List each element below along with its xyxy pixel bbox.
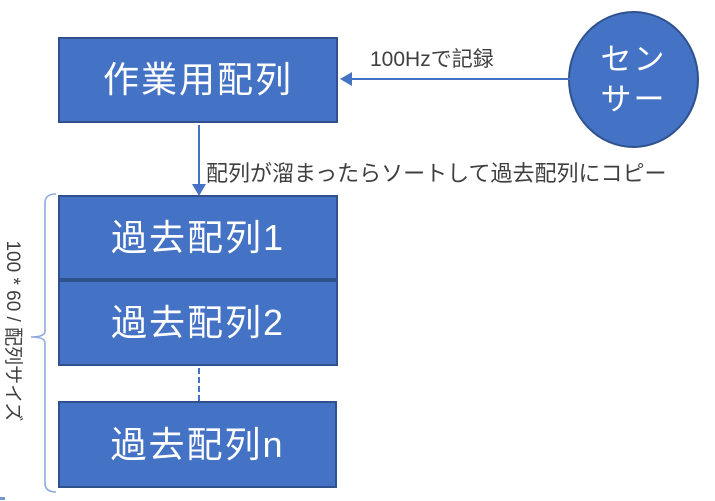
connector-ellipsis-dashed [198,368,200,401]
node-working-array: 作業用配列 [58,37,338,123]
brace-bracket [30,193,57,493]
edge-label-sort-copy: 配列が溜まったらソートして過去配列にコピー [206,161,667,186]
brace-label: 100 * 60 / 配列サイズ [2,240,23,422]
connector-sensor-to-working [351,78,570,80]
arrowhead-left-icon [340,72,352,86]
node-sensor-label-line2: サー [600,81,667,117]
edge-label-record-rate: 100Hzで記録 [370,48,494,71]
stray-mark [0,497,5,500]
node-working-array-label: 作業用配列 [102,59,293,100]
node-past-array-n-label: 過去配列n [110,423,285,465]
node-past-array-1-label: 過去配列1 [110,216,286,258]
node-past-array-2-label: 過去配列2 [110,302,286,343]
connector-working-to-past [198,125,200,185]
node-past-array-n: 過去配列n [58,401,337,488]
node-sensor: セン サー [568,11,699,148]
node-past-array-2: 過去配列2 [58,280,338,366]
arrowhead-down-icon [192,184,206,196]
node-past-array-1: 過去配列1 [58,195,338,280]
node-sensor-label-line1: セン [600,41,667,77]
